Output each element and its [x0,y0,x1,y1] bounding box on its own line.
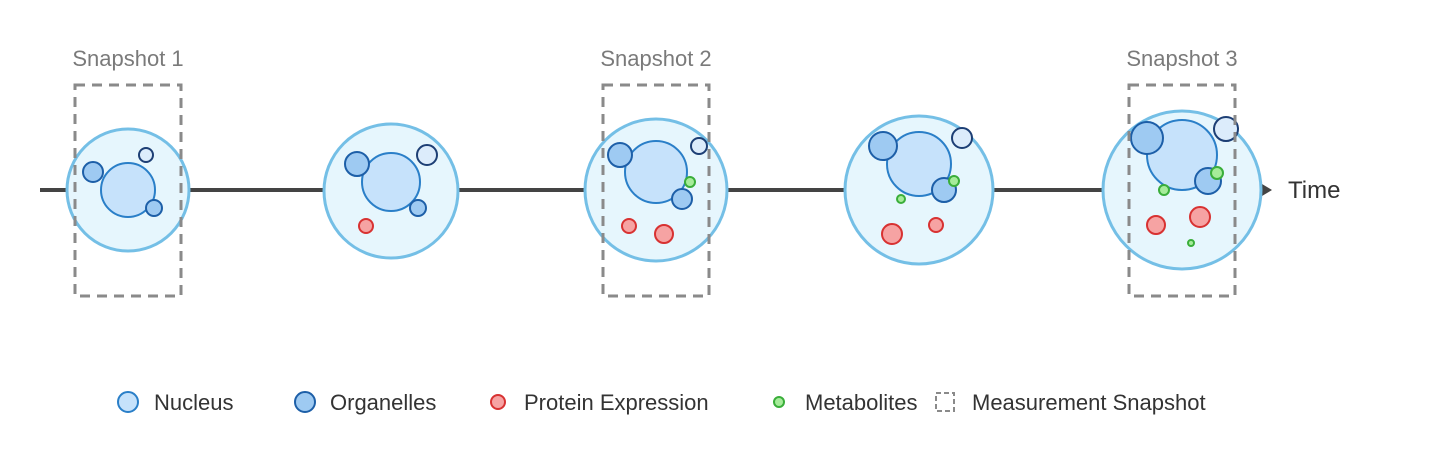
cell-5 [1101,109,1263,271]
snapshot-label: Snapshot 3 [1126,46,1237,71]
legend-item-metabolites: Metabolites [773,390,918,415]
organelle [344,151,370,177]
nucleus [624,140,688,204]
organelle [868,131,898,161]
protein [358,218,374,234]
metabolite [684,176,696,188]
snapshot-label: Snapshot 2 [600,46,711,71]
protein [1146,215,1166,235]
protein [881,223,903,245]
organelle [1130,121,1164,155]
cell-1 [65,127,191,253]
vesicle [138,147,154,163]
legend: Nucleus Organelles Protein Expression Me… [117,390,1206,415]
protein [621,218,637,234]
legend-label: Measurement Snapshot [972,390,1206,415]
legend-label: Nucleus [154,390,233,415]
snapshot-label: Snapshot 1 [72,46,183,71]
organelle [671,188,693,210]
snapshot-1: Snapshot 1 [72,46,184,298]
legend-item-snapshot: Measurement Snapshot [935,390,1206,415]
vesicle [951,127,973,149]
organelle [145,199,163,217]
legend-label: Organelles [330,390,436,415]
protein [654,224,674,244]
snapshot-box [1127,83,1237,298]
legend-item-protein: Protein Expression [490,390,709,415]
time-axis-arrowhead [1262,184,1272,196]
snapshot-3: Snapshot 3 [1126,46,1238,298]
legend-label: Protein Expression [524,390,709,415]
nucleus [100,162,156,218]
legend-item-organelles: Organelles [294,390,436,415]
metabolite [1187,239,1195,247]
time-axis-label: Time [1288,177,1340,204]
protein [928,217,944,233]
legend-item-nucleus: Nucleus [117,390,233,415]
cell-2 [322,122,460,260]
protein [1189,206,1211,228]
organelle [607,142,633,168]
nucleus [361,152,421,212]
organelle [409,199,427,217]
green-circle-icon [773,396,785,408]
cell-3 [583,117,729,263]
blue-circle-icon [294,391,316,413]
cell-4 [843,114,995,266]
metabolite [948,175,960,187]
red-circle-icon [490,394,506,410]
vesicle [690,137,708,155]
metabolite [1158,184,1170,196]
snapshot-box [601,83,711,298]
metabolite [1210,166,1224,180]
legend-label: Metabolites [805,390,918,415]
snapshot-box [73,83,183,298]
vesicle [416,144,438,166]
organelle [82,161,104,183]
snapshot-2: Snapshot 2 [600,46,712,298]
nucleus [886,131,952,197]
light-blue-circle-icon [117,391,139,413]
vesicle [1213,116,1239,142]
dashed-square-icon [935,392,955,412]
metabolite [896,194,906,204]
